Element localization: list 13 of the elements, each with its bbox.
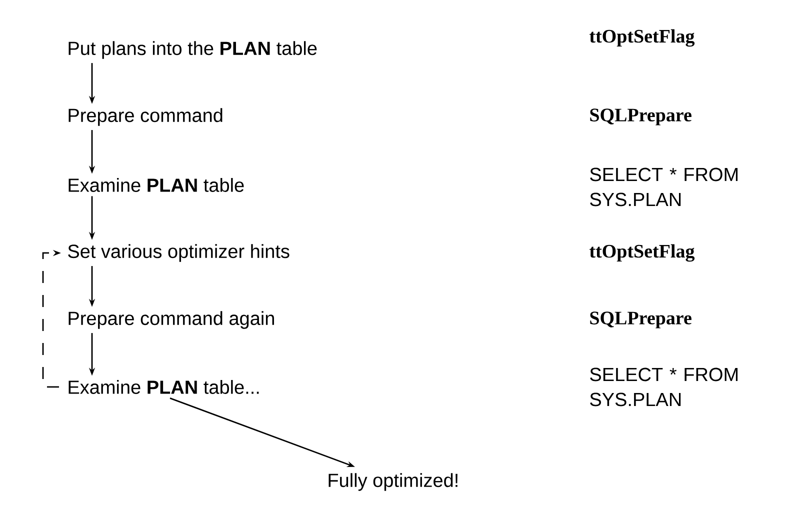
step-text: Put plans into the PLAN table	[68, 41, 317, 59]
result-text: Fully optimized!	[328, 473, 458, 491]
step-text: Examine PLAN table	[68, 178, 244, 192]
step-text: Examine PLAN table...	[68, 380, 259, 394]
function-name: SQLPrepare	[590, 312, 692, 328]
step-text: Prepare command again	[68, 311, 274, 329]
step-text: Set various optimizer hints	[68, 244, 290, 262]
function-name: ttOptSetFlag	[590, 29, 695, 47]
query-text: SELECT * FROM SYS.PLAN	[590, 368, 738, 406]
query-text: SELECT * FROM SYS.PLAN	[590, 168, 738, 206]
function-name: SQLPrepare	[590, 108, 692, 126]
function-name: ttOptSetFlag	[590, 244, 695, 262]
step-text: Prepare command	[68, 108, 222, 126]
